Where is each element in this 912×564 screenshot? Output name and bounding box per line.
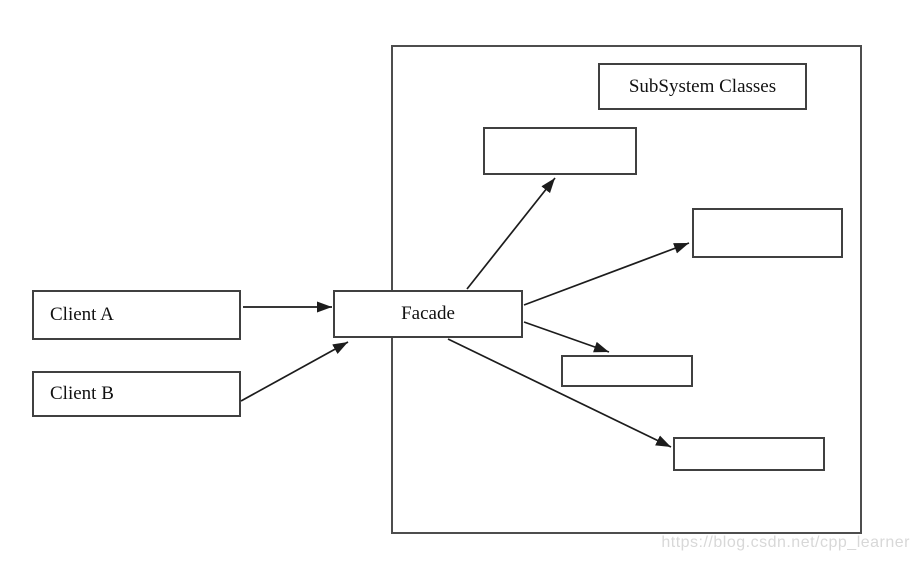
client-b-box: Client B: [32, 371, 241, 417]
client-b-label: Client B: [50, 383, 114, 404]
subsystem-classes-label: SubSystem Classes: [628, 75, 777, 97]
subsystem-class-box-2: [692, 208, 843, 258]
subsystem-classes-title-box: SubSystem Classes: [598, 63, 807, 110]
client-a-label: Client A: [50, 304, 114, 325]
facade-label: Facade: [401, 303, 455, 324]
facade-box: Facade: [333, 290, 523, 338]
subsystem-class-box-4: [673, 437, 825, 471]
subsystem-class-box-3: [561, 355, 693, 387]
arrow-client-b-to-facade: [240, 341, 349, 402]
watermark-text: https://blog.csdn.net/cpp_learner: [661, 534, 910, 551]
client-a-box: Client A: [32, 290, 241, 340]
subsystem-class-box-1: [483, 127, 637, 175]
